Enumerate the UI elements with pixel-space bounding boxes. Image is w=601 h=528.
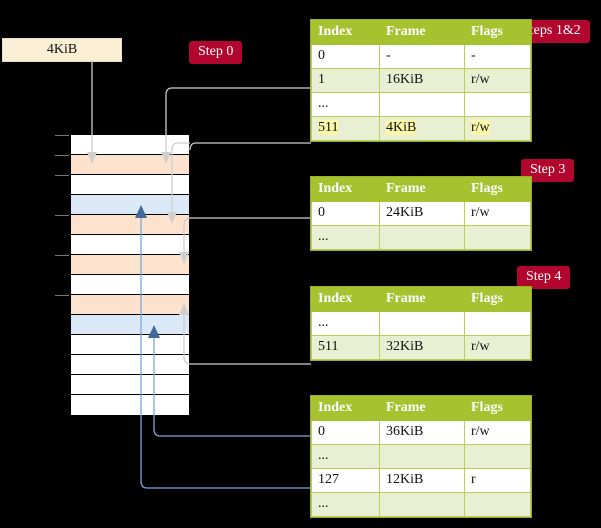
memory-row bbox=[71, 335, 189, 355]
cell-flags: r/w bbox=[464, 116, 531, 141]
cell-frame bbox=[379, 92, 465, 117]
table-row: 0 - - bbox=[311, 44, 531, 69]
cell-frame bbox=[379, 225, 465, 250]
column-header-index: Index bbox=[311, 287, 380, 312]
cell-flags-text: r/w bbox=[471, 120, 490, 135]
cell-index: 0 bbox=[311, 420, 380, 445]
pt-table: Index Frame Flags 0 36KiB r/w ... 127 12… bbox=[311, 396, 531, 517]
cell-index: 1 bbox=[311, 68, 380, 93]
cell-frame bbox=[379, 492, 465, 517]
column-header-flags: Flags bbox=[464, 396, 531, 421]
table-row: ... bbox=[311, 92, 531, 117]
column-header-flags: Flags bbox=[464, 177, 531, 202]
column-header-frame: Frame bbox=[379, 177, 465, 202]
physical-memory-column bbox=[70, 134, 190, 415]
cell-flags bbox=[464, 92, 531, 117]
table-row: ... bbox=[311, 311, 531, 336]
cell-index: 511 bbox=[311, 335, 380, 360]
memory-tick bbox=[55, 215, 69, 216]
cell-index: ... bbox=[311, 444, 380, 469]
badge-step-3: Step 3 bbox=[521, 159, 575, 182]
memory-row bbox=[71, 135, 189, 155]
cr3-register-label: 4KiB bbox=[46, 42, 78, 57]
table-row: 511 32KiB r/w bbox=[311, 335, 531, 360]
cell-index-text: 511 bbox=[318, 120, 339, 135]
column-header-frame: Frame bbox=[379, 396, 465, 421]
memory-tick bbox=[55, 135, 69, 136]
cell-frame: 36KiB bbox=[379, 420, 465, 445]
cell-index: ... bbox=[311, 92, 380, 117]
table-header-row: Index Frame Flags bbox=[311, 287, 531, 312]
cr3-register-box: 4KiB bbox=[2, 38, 122, 62]
cell-frame: - bbox=[379, 44, 465, 69]
table-row: ... bbox=[311, 444, 531, 469]
memory-tick bbox=[55, 255, 69, 256]
badge-step-4: Step 4 bbox=[517, 266, 571, 289]
column-header-frame: Frame bbox=[379, 287, 465, 312]
memory-tick bbox=[55, 175, 69, 176]
cell-index: 0 bbox=[311, 201, 380, 226]
cell-frame: 32KiB bbox=[379, 335, 465, 360]
cell-frame: 24KiB bbox=[379, 201, 465, 226]
cell-frame: 12KiB bbox=[379, 468, 465, 493]
table-row: ... bbox=[311, 225, 531, 250]
pd-table: Index Frame Flags ... 511 32KiB r/w bbox=[311, 287, 531, 360]
cell-index: ... bbox=[311, 311, 380, 336]
cell-frame-text: 4KiB bbox=[386, 120, 417, 135]
cell-flags: - bbox=[464, 44, 531, 69]
cell-flags bbox=[464, 311, 531, 336]
table-header-row: Index Frame Flags bbox=[311, 396, 531, 421]
memory-row bbox=[71, 275, 189, 295]
cell-flags: r/w bbox=[464, 335, 531, 360]
cell-index: 511 bbox=[311, 116, 380, 141]
cell-index: ... bbox=[311, 492, 380, 517]
cell-flags: r/w bbox=[464, 68, 531, 93]
memory-row bbox=[71, 215, 189, 235]
table-row: 0 24KiB r/w bbox=[311, 201, 531, 226]
memory-row bbox=[71, 235, 189, 255]
cell-flags bbox=[464, 225, 531, 250]
cell-flags: r bbox=[464, 468, 531, 493]
table-row: 1 16KiB r/w bbox=[311, 68, 531, 93]
column-header-index: Index bbox=[311, 20, 380, 45]
badge-steps-1-2: Steps 1&2 bbox=[513, 20, 590, 43]
cell-flags bbox=[464, 492, 531, 517]
pml4-table: Index Frame Flags 0 - - 1 16KiB r/w ... bbox=[311, 20, 531, 141]
cell-flags bbox=[464, 444, 531, 469]
memory-row bbox=[71, 255, 189, 275]
table-row: ... bbox=[311, 492, 531, 517]
memory-row bbox=[71, 155, 189, 175]
badge-step-0: Step 0 bbox=[189, 41, 243, 64]
table-row: 0 36KiB r/w bbox=[311, 420, 531, 445]
cell-index: ... bbox=[311, 225, 380, 250]
memory-row bbox=[71, 375, 189, 395]
memory-tick bbox=[55, 295, 69, 296]
table-header-row: Index Frame Flags bbox=[311, 20, 531, 45]
column-header-frame: Frame bbox=[379, 20, 465, 45]
column-header-flags: Flags bbox=[464, 20, 531, 45]
cell-flags: r/w bbox=[464, 201, 531, 226]
cell-frame bbox=[379, 311, 465, 336]
table-row: 127 12KiB r bbox=[311, 468, 531, 493]
memory-row bbox=[71, 315, 189, 335]
cell-frame: 16KiB bbox=[379, 68, 465, 93]
table-header-row: Index Frame Flags bbox=[311, 177, 531, 202]
column-header-flags: Flags bbox=[464, 287, 531, 312]
memory-row bbox=[71, 295, 189, 315]
column-header-index: Index bbox=[311, 396, 380, 421]
memory-row bbox=[71, 195, 189, 215]
memory-row bbox=[71, 175, 189, 195]
memory-row bbox=[71, 355, 189, 375]
cell-frame bbox=[379, 444, 465, 469]
cell-flags: r/w bbox=[464, 420, 531, 445]
pdpt-table: Index Frame Flags 0 24KiB r/w ... bbox=[311, 177, 531, 250]
cell-index: 127 bbox=[311, 468, 380, 493]
memory-row bbox=[71, 395, 189, 415]
cell-index: 0 bbox=[311, 44, 380, 69]
cell-frame: 4KiB bbox=[379, 116, 465, 141]
memory-tick bbox=[55, 155, 69, 156]
column-header-index: Index bbox=[311, 177, 380, 202]
table-row-highlighted: 511 4KiB r/w bbox=[311, 116, 531, 141]
